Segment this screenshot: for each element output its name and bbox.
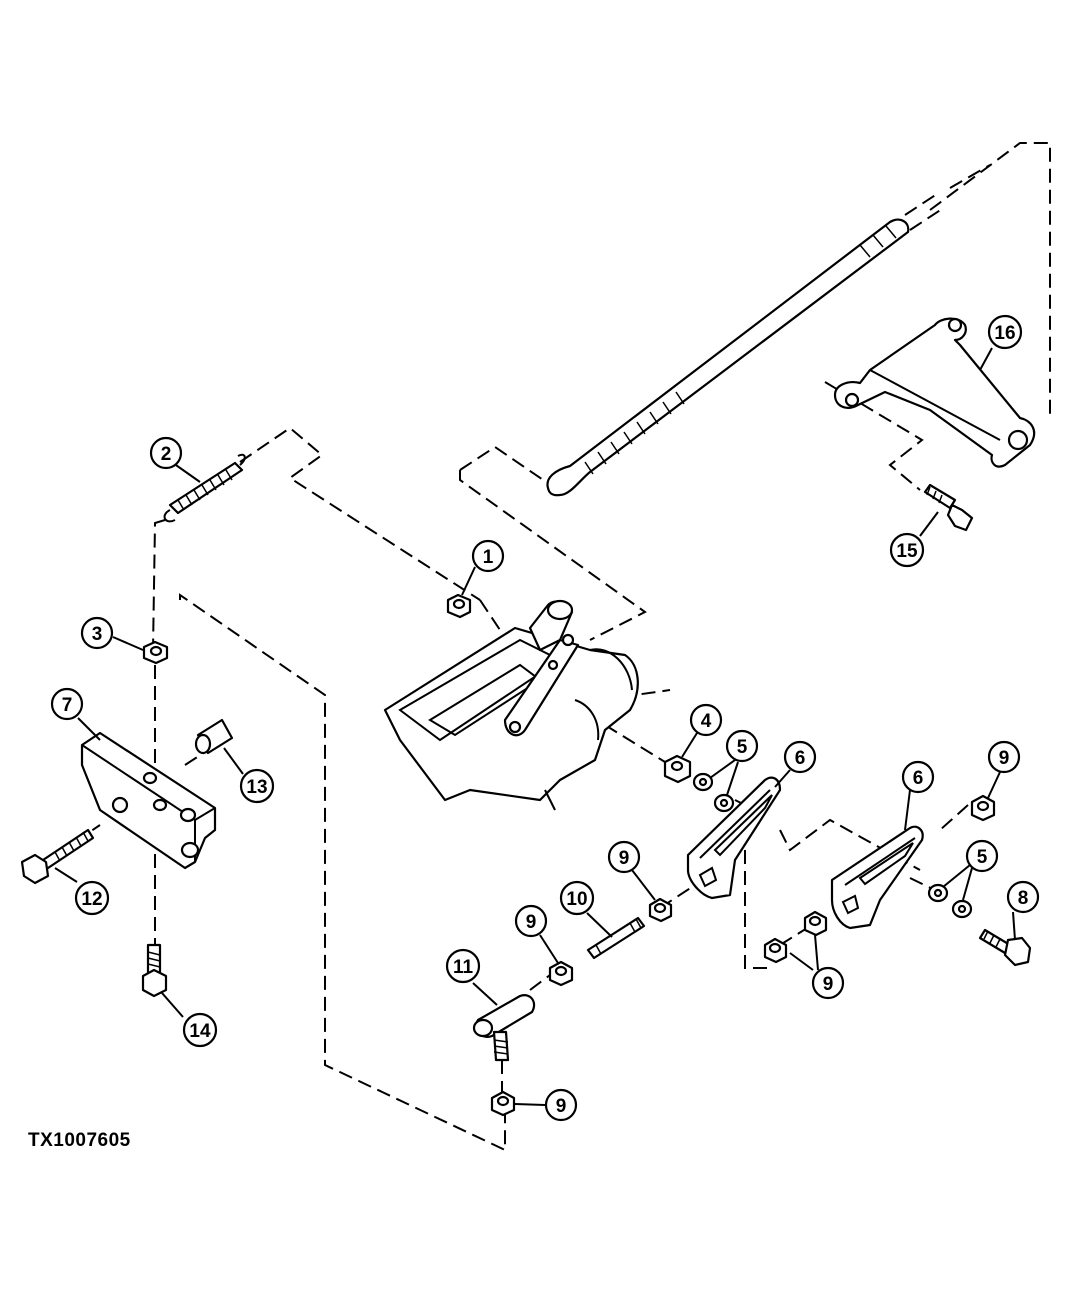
- part-4-nut: [663, 754, 692, 784]
- svg-text:12: 12: [81, 889, 102, 910]
- part-11-swivel: [472, 994, 536, 1062]
- part-6-bracket-left: [686, 776, 782, 900]
- part-9-nuts-right: [763, 910, 828, 964]
- svg-text:6: 6: [795, 748, 806, 769]
- part-16-bracket: [833, 317, 1036, 468]
- part-10-rod: [586, 916, 646, 960]
- callout-11: 11: [445, 948, 481, 984]
- pedal-assembly: [383, 599, 639, 811]
- svg-text:2: 2: [161, 444, 172, 465]
- svg-text:15: 15: [896, 541, 918, 562]
- svg-text:9: 9: [526, 912, 537, 933]
- control-cable: [546, 164, 991, 497]
- svg-text:14: 14: [189, 1021, 211, 1042]
- callout-3: 3: [80, 616, 114, 650]
- part-5-washers-upper: [692, 772, 735, 813]
- svg-text:9: 9: [999, 748, 1010, 769]
- callout-4: 4: [689, 703, 723, 737]
- callout-5-upper: 5: [725, 729, 759, 763]
- part-14-bolt: [141, 943, 168, 998]
- callout-9-bottom: 9: [544, 1088, 578, 1122]
- callout-10: 10: [559, 880, 595, 916]
- part-6-bracket-right: [830, 825, 924, 930]
- part-9-nut-upper-right: [970, 794, 996, 822]
- callout-9-lower-left: 9: [514, 904, 548, 938]
- part-5-washers-right: [927, 883, 973, 919]
- svg-text:8: 8: [1018, 888, 1029, 909]
- callout-15: 15: [889, 532, 925, 568]
- callout-1: 1: [471, 539, 505, 573]
- part-3-nut: [142, 640, 169, 665]
- callout-6-left: 6: [783, 740, 817, 774]
- callout-7: 7: [50, 687, 84, 721]
- figure-id: TX1007605: [28, 1130, 131, 1151]
- svg-text:7: 7: [62, 695, 73, 716]
- svg-text:10: 10: [566, 889, 587, 910]
- callout-6-right: 6: [901, 760, 935, 794]
- callout-9-mid: 9: [607, 840, 641, 874]
- part-7-block: [80, 731, 217, 870]
- callout-9-right: 9: [811, 966, 845, 1000]
- callout-13: 13: [239, 768, 275, 804]
- leader-lines: [54, 347, 1016, 1106]
- callout-9-upper-right: 9: [987, 740, 1021, 774]
- part-2-spring: [163, 453, 246, 523]
- part-8-bolt: [978, 928, 1032, 967]
- part-13-sleeve: [194, 718, 234, 755]
- svg-text:3: 3: [92, 624, 103, 645]
- callout-8: 8: [1006, 880, 1040, 914]
- svg-text:1: 1: [483, 547, 494, 568]
- part-9-nut-bottom: [490, 1090, 516, 1117]
- part-12-bolt: [20, 828, 95, 885]
- svg-text:6: 6: [913, 768, 924, 789]
- svg-text:11: 11: [453, 957, 474, 978]
- svg-text:16: 16: [994, 323, 1015, 344]
- part-1-nut: [446, 593, 472, 619]
- svg-text:5: 5: [977, 847, 988, 868]
- callout-14: 14: [182, 1012, 218, 1048]
- callout-16: 16: [987, 314, 1023, 350]
- svg-text:9: 9: [556, 1096, 567, 1117]
- svg-text:9: 9: [619, 848, 630, 869]
- svg-text:5: 5: [737, 737, 748, 758]
- part-9-nut-mid: [648, 897, 673, 923]
- callout-2: 2: [149, 436, 183, 470]
- part-15-bolt: [923, 483, 974, 532]
- part-9-nut-lower-left: [548, 960, 574, 987]
- svg-text:9: 9: [823, 974, 834, 995]
- callout-12: 12: [74, 880, 110, 916]
- callout-5-right: 5: [965, 839, 999, 873]
- svg-text:4: 4: [701, 711, 712, 732]
- svg-text:13: 13: [246, 777, 267, 798]
